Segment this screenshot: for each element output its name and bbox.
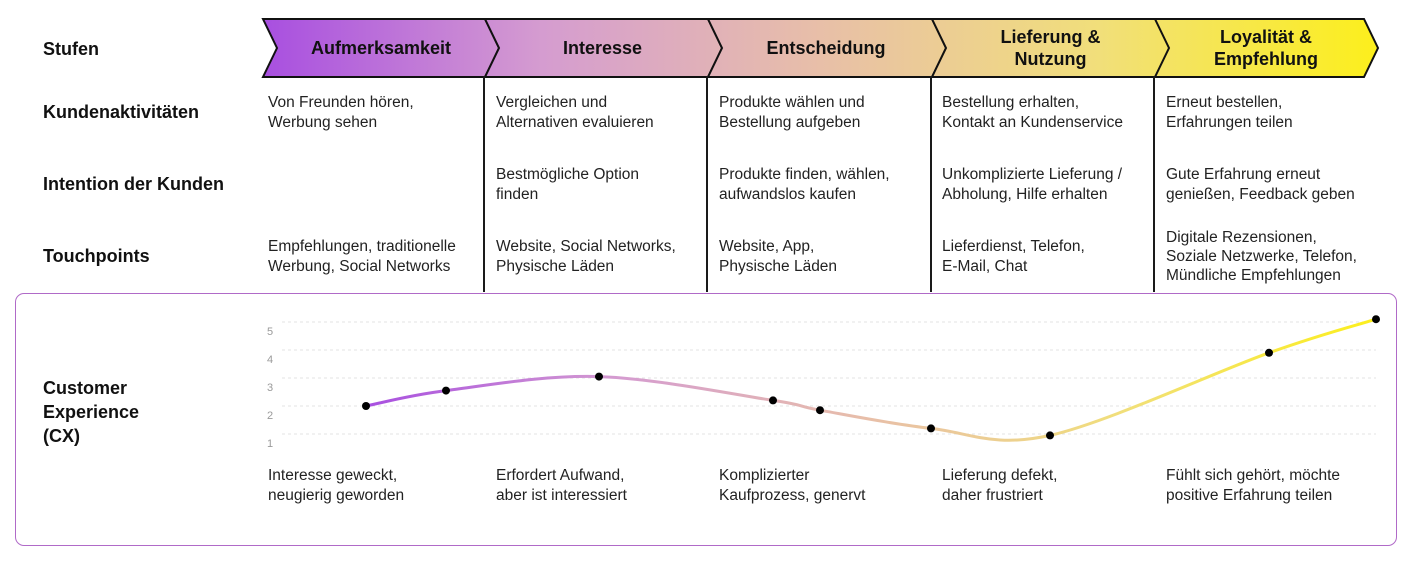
column-divider — [1153, 76, 1155, 292]
cx-line — [364, 317, 1378, 442]
y-tick-label: 3 — [267, 382, 274, 394]
y-tick-label: 1 — [267, 438, 274, 450]
column-divider — [930, 76, 932, 292]
cx-point — [1046, 431, 1054, 440]
column-divider — [706, 76, 708, 292]
cx-note: Interesse geweckt, neugierig geworden — [268, 467, 405, 504]
touchpoints-cell: Website, App, Physische Läden — [719, 238, 838, 275]
row-label-touchpoints: Touchpoints — [43, 246, 150, 266]
stages-banner — [261, 18, 1380, 78]
stage-label-awareness: Aufmerksamkeit — [310, 38, 452, 58]
cx-point — [362, 402, 370, 410]
cx-point — [769, 396, 777, 405]
y-tick-label: 4 — [267, 354, 274, 366]
touchpoints-cell: Lieferdienst, Telefon, E-Mail, Chat — [942, 238, 1085, 275]
stage-label-delivery: Lieferung & Nutzung — [1000, 27, 1101, 69]
stage-chevron — [1153, 18, 1380, 78]
activity-cell: Von Freunden hören, Werbung sehen — [268, 94, 414, 131]
column-divider — [483, 76, 485, 292]
cx-note: Komplizierter Kaufprozess, genervt — [719, 467, 866, 504]
cx-note: Erfordert Aufwand, aber ist interessiert — [496, 467, 627, 504]
activity-cell: Produkte wählen und Bestellung aufgeben — [719, 94, 865, 131]
cx-note: Lieferung defekt, daher frustriert — [942, 467, 1058, 504]
intention-cell: Produkte finden, wählen, aufwandslos kau… — [719, 166, 890, 203]
stage-label-loyalty: Loyalität & Empfehlung — [1214, 27, 1318, 69]
cx-point — [1265, 348, 1273, 357]
touchpoints-cell: Empfehlungen, traditionelle Werbung, Soc… — [268, 238, 456, 275]
activity-cell: Bestellung erhalten, Kontakt an Kundense… — [942, 94, 1123, 131]
cx-point — [442, 386, 450, 395]
intention-cell: Bestmögliche Option finden — [496, 166, 640, 203]
row-label-stages: Stufen — [43, 39, 99, 59]
touchpoints-cell: Digitale Rezensionen, Soziale Netzwerke,… — [1166, 229, 1357, 284]
cx-point — [1372, 315, 1380, 324]
activity-cell: Erneut bestellen, Erfahrungen teilen — [1166, 94, 1293, 131]
cx-note: Fühlt sich gehört, möchte positive Erfah… — [1166, 467, 1341, 504]
row-label-intention: Intention der Kunden — [43, 174, 224, 194]
activity-cell: Vergleichen und Alternativen evaluieren — [496, 94, 654, 131]
cx-point — [595, 372, 603, 381]
cx-point — [816, 406, 824, 415]
cx-point — [927, 424, 935, 433]
stage-label-decision: Entscheidung — [766, 38, 886, 58]
row-label-cx: Customer Experience (CX) — [43, 378, 140, 446]
row-label-activities: Kundenaktivitäten — [43, 102, 200, 122]
stage-label-interest: Interesse — [562, 38, 643, 58]
intention-cell: Unkomplizierte Lieferung / Abholung, Hil… — [942, 166, 1123, 203]
y-tick-label: 2 — [267, 410, 274, 422]
cx-panel — [15, 293, 1397, 546]
touchpoints-cell: Website, Social Networks, Physische Läde… — [496, 238, 676, 275]
y-tick-label: 5 — [267, 326, 274, 338]
intention-cell: Gute Erfahrung erneut genießen, Feedback… — [1166, 166, 1355, 203]
